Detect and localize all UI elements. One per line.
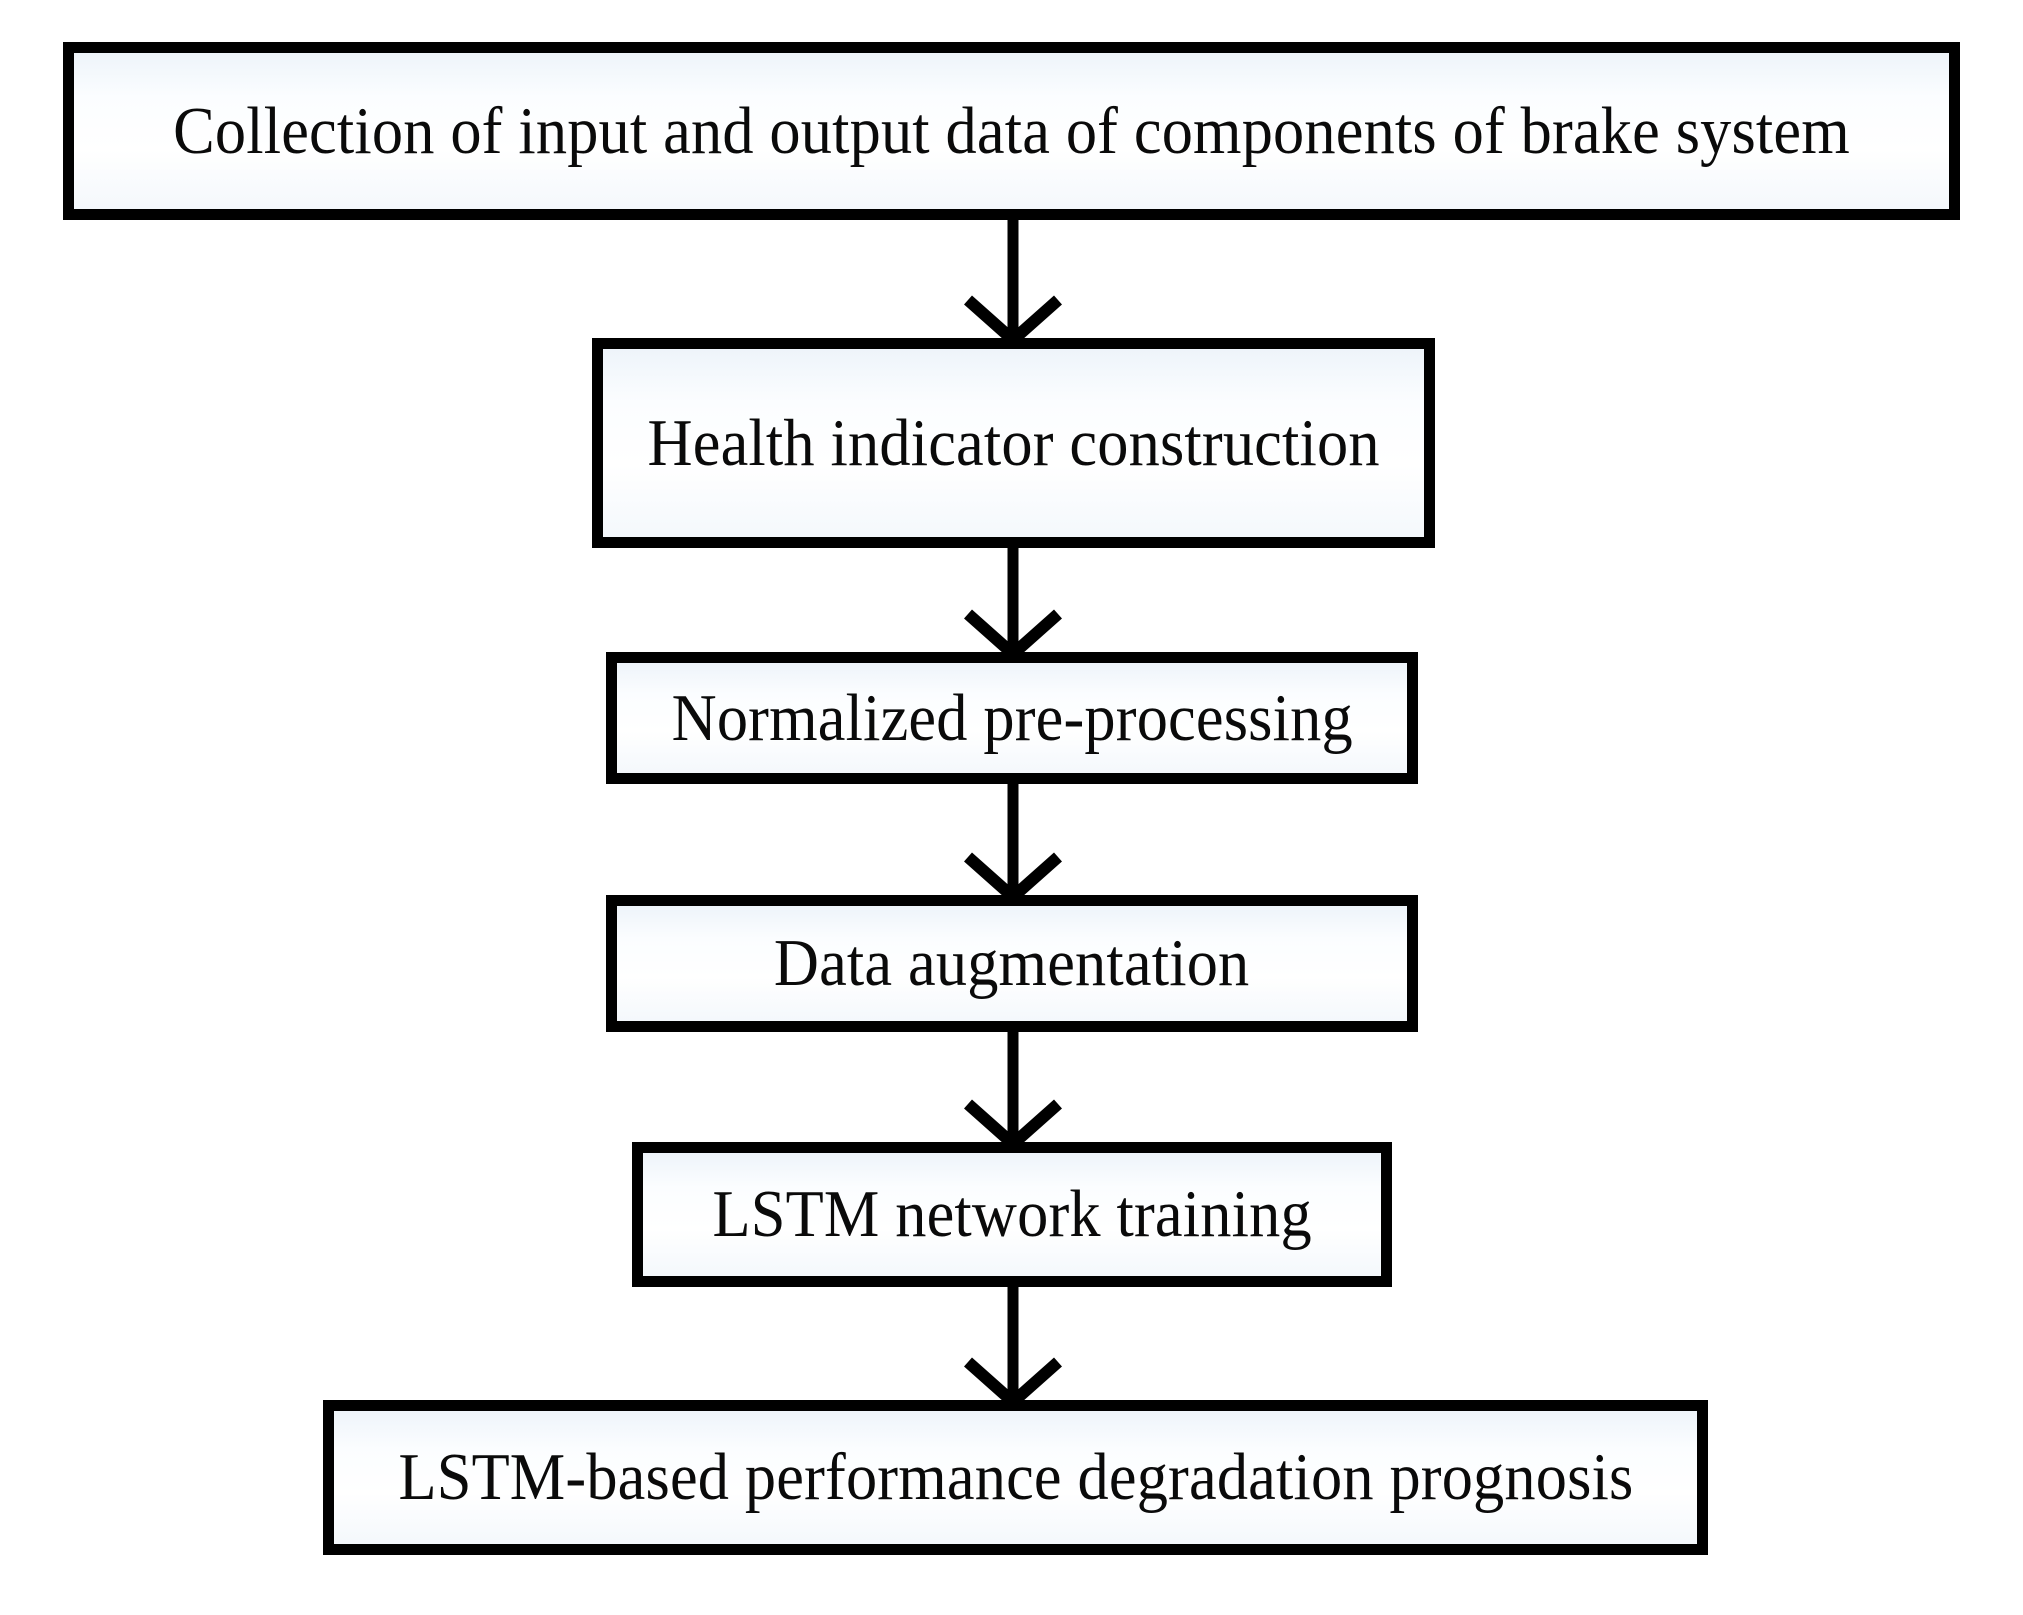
connector-health-indicator-to-normalized	[964, 548, 1062, 663]
connector-data-augmentation-to-lstm-training	[964, 1032, 1062, 1153]
connector-normalized-to-data-augmentation	[964, 784, 1062, 906]
flowchart-node-label: Data augmentation	[774, 926, 1250, 1001]
flowchart-node-lstm-network-training[interactable]: LSTM network training	[632, 1142, 1392, 1287]
flowchart-node-lstm-based-degradation-prognosis[interactable]: LSTM-based performance degradation progn…	[323, 1400, 1708, 1555]
flowchart-node-health-indicator-construction[interactable]: Health indicator construction	[592, 338, 1435, 548]
flowchart-node-label: LSTM network training	[712, 1177, 1312, 1252]
flowchart-node-label: Health indicator construction	[647, 405, 1380, 480]
flowchart-node-collection-of-data[interactable]: Collection of input and output data of c…	[63, 42, 1960, 220]
flowchart-node-label: Normalized pre-processing	[671, 680, 1353, 755]
flowchart-node-data-augmentation[interactable]: Data augmentation	[606, 895, 1418, 1032]
flowchart-node-label: Collection of input and output data of c…	[173, 93, 1850, 168]
flowchart-node-normalized-pre-processing[interactable]: Normalized pre-processing	[606, 652, 1418, 784]
flowchart-node-label: LSTM-based performance degradation progn…	[398, 1440, 1633, 1515]
connector-lstm-training-to-prognosis	[964, 1287, 1062, 1411]
connector-collection-to-health-indicator	[964, 220, 1062, 349]
